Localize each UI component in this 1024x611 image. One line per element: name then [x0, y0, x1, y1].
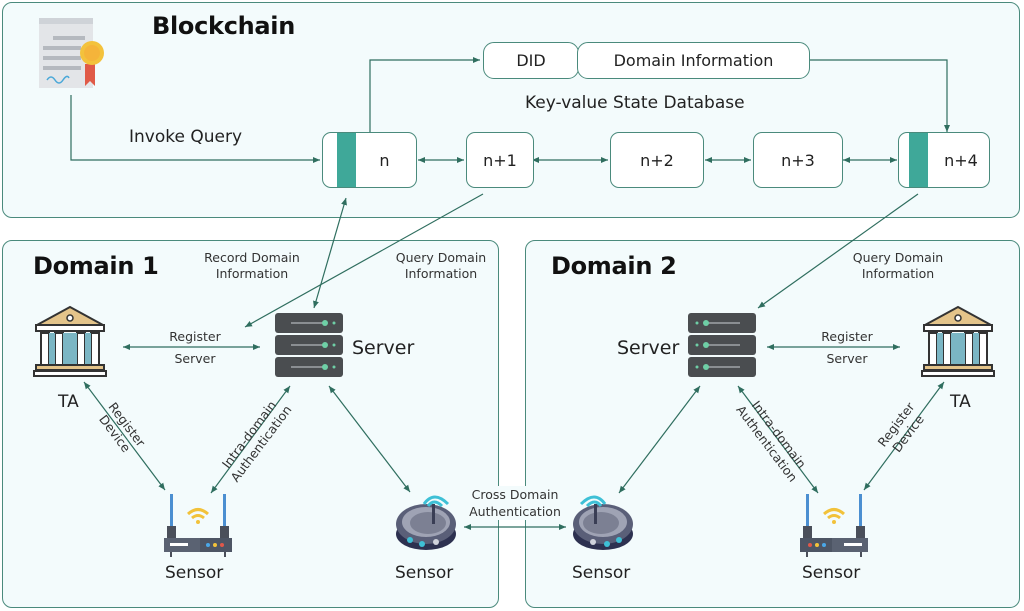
domain-info-box: Domain Information: [577, 42, 810, 79]
block-label: n+4: [944, 150, 978, 170]
domain-info-label: Domain Information: [613, 51, 774, 70]
ta-building-icon: [33, 305, 107, 377]
block-n3: n+3: [753, 132, 843, 188]
server-icon: [688, 313, 756, 377]
sensor-router2-label: Sensor: [802, 563, 861, 583]
domain2-title: Domain 2: [551, 252, 677, 280]
block-n: n: [322, 132, 417, 188]
block-label: n: [379, 150, 390, 170]
db-label: Key-value State Database: [525, 93, 745, 113]
hub-sensor-icon: [573, 495, 633, 550]
certificate-icon: [39, 18, 104, 88]
did-label: DID: [516, 51, 546, 70]
block-label: n+3: [781, 150, 815, 170]
blockchain-title: Blockchain: [152, 12, 296, 40]
server-icon: [275, 313, 343, 377]
router-sensor-icon: [800, 494, 868, 557]
block-label: n+2: [640, 150, 674, 170]
block-n1: n+1: [466, 132, 534, 188]
block-marker: [909, 133, 928, 187]
block-n2: n+2: [610, 132, 704, 188]
ta-building-icon: [921, 305, 995, 377]
server1-label: Server: [352, 337, 415, 359]
invoke-query-label: Invoke Query: [129, 127, 243, 147]
block-n4: n+4: [898, 132, 990, 188]
ta2-label: TA: [950, 392, 971, 412]
hub-sensor-icon: [396, 495, 456, 550]
block-marker: [337, 133, 356, 187]
sensor-hub2-label: Sensor: [572, 563, 631, 583]
sensor-hub1-label: Sensor: [395, 563, 454, 583]
domain1-title: Domain 1: [33, 252, 159, 280]
sensor-router1-label: Sensor: [165, 563, 224, 583]
ta1-label: TA: [58, 392, 79, 412]
server2-label: Server: [617, 337, 680, 359]
router-sensor-icon: [164, 494, 232, 557]
did-box: DID: [483, 42, 579, 79]
block-label: n+1: [483, 150, 517, 170]
